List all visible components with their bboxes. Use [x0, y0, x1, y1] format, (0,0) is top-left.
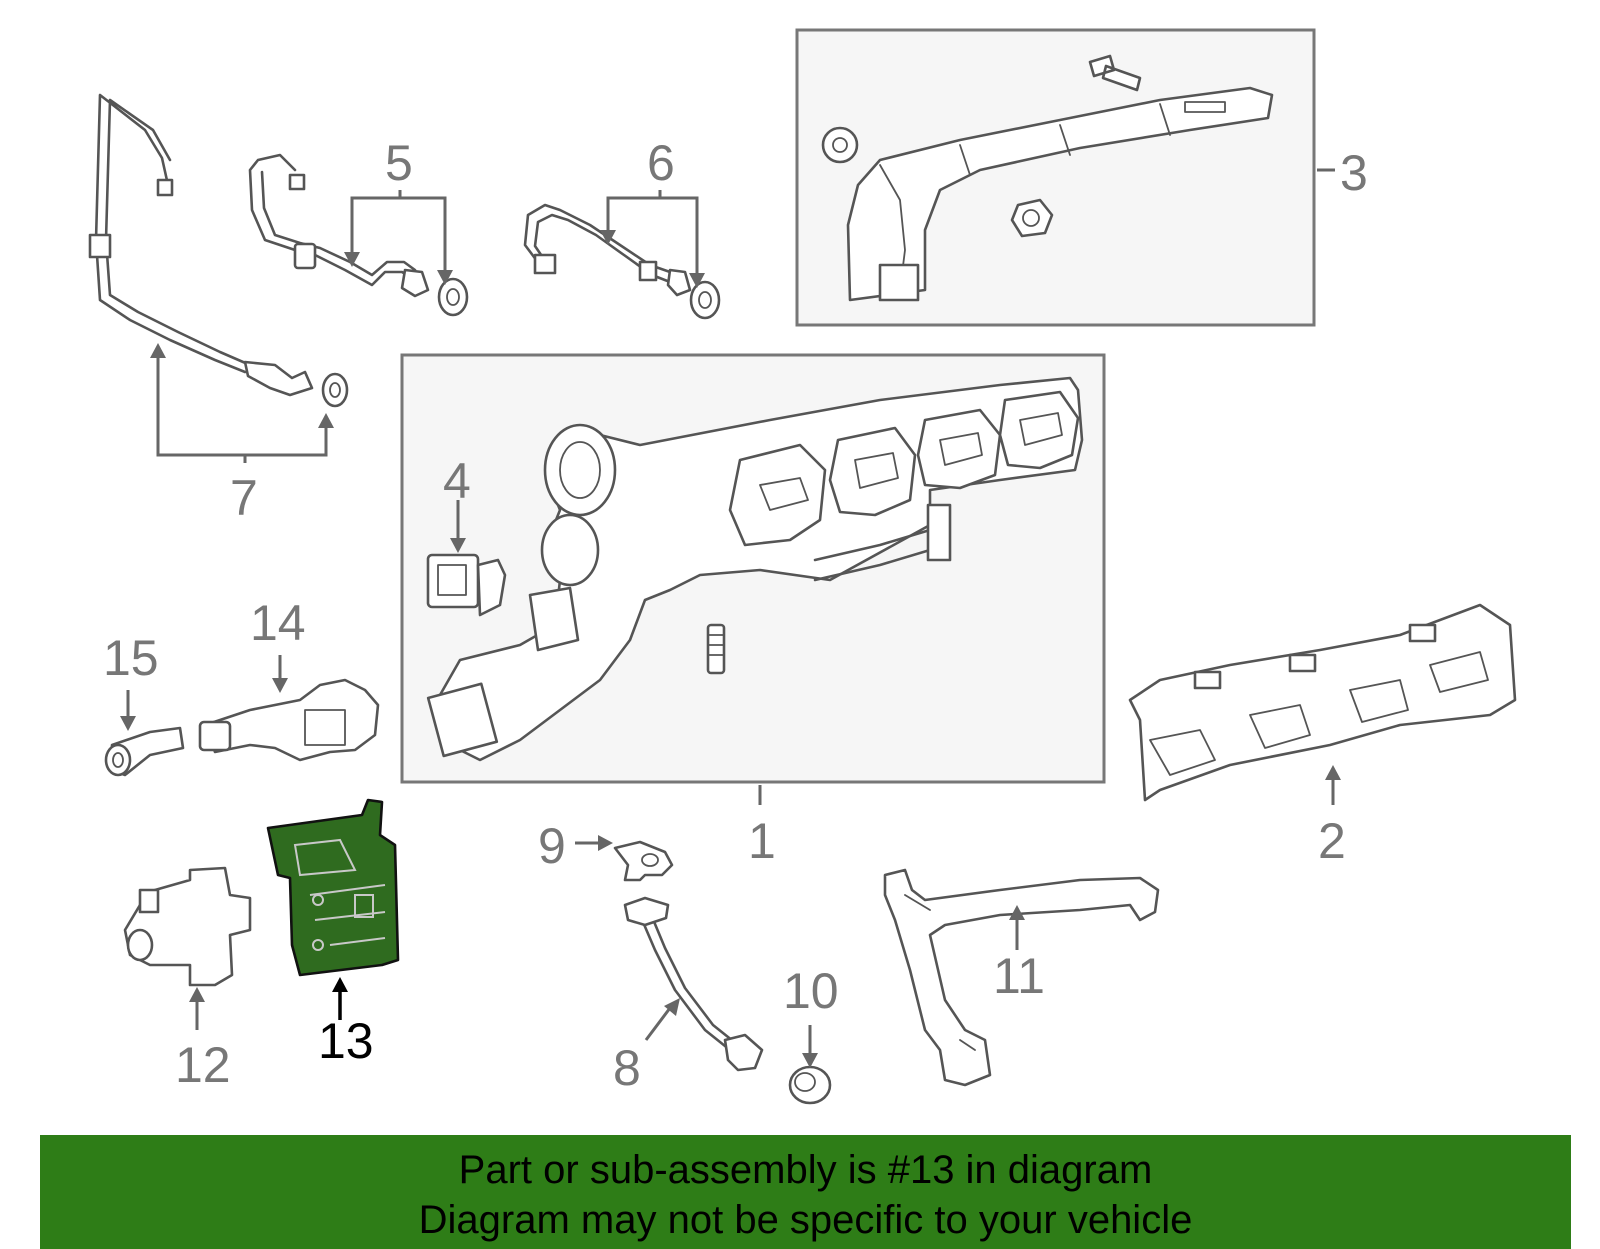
gasket-9: [613, 840, 674, 882]
part-4-sensor: [426, 553, 507, 617]
callout-12: 12: [175, 1037, 231, 1093]
washer-icon-7: [321, 372, 349, 408]
bracket-13[interactable]: [266, 798, 400, 977]
callout-11: 11: [993, 948, 1045, 1004]
callout-14: 14: [250, 595, 306, 651]
turbo-housing: [543, 423, 617, 517]
part-3-group: 3: [795, 28, 1368, 327]
manifold-flanges: [728, 390, 1080, 547]
callout-13: 13: [318, 1013, 374, 1069]
part-2-group: 2: [1128, 603, 1517, 869]
part-9-group: 9: [538, 818, 674, 882]
washer-icon-5: [437, 277, 469, 317]
part-6-group: 6: [523, 135, 721, 320]
callout-15: 15: [103, 630, 159, 686]
pipe-8: [638, 910, 740, 1052]
callout-3: 3: [1340, 145, 1368, 201]
banner-line-2: Diagram may not be specific to your vehi…: [418, 1198, 1193, 1242]
support-11: [883, 868, 1160, 1087]
callout-9: 9: [538, 818, 566, 874]
callout-1: 1: [748, 813, 776, 869]
part-8-group: 8: [613, 896, 764, 1096]
nut-icon-2: [1010, 198, 1054, 238]
part-14-group: 14: [198, 595, 380, 762]
solenoid-14: [203, 678, 380, 762]
info-banner: Part or sub-assembly is #13 in diagram D…: [40, 1135, 1571, 1249]
callout-5: 5: [385, 135, 413, 191]
part-15-group: 15: [103, 630, 185, 777]
part-11-group: 11: [883, 868, 1160, 1087]
part-1-group: 4 1: [400, 353, 1106, 869]
part-5-group: 5: [248, 135, 469, 317]
nut-icon: [821, 126, 859, 164]
part-13-group: 13: [266, 798, 400, 1069]
oil-line-7: [94, 93, 252, 374]
callout-4: 4: [443, 453, 471, 509]
bolt-icon: [1088, 54, 1142, 92]
manifold-gasket: [1128, 603, 1517, 802]
part-7-group: 7: [88, 93, 349, 526]
part-12-group: 12: [123, 866, 252, 1093]
callout-8: 8: [613, 1040, 641, 1096]
callout-10: 10: [783, 963, 839, 1019]
valve-12: [123, 866, 252, 987]
washer-icon-6: [689, 280, 721, 320]
line-5: [248, 153, 417, 287]
part-10-group: 10: [783, 963, 839, 1105]
banner-line-1: Part or sub-assembly is #13 in diagram: [458, 1148, 1153, 1192]
callout-7: 7: [230, 470, 258, 526]
callout-2: 2: [1318, 813, 1346, 869]
stud-icon: [706, 623, 726, 675]
callout-6: 6: [647, 135, 675, 191]
